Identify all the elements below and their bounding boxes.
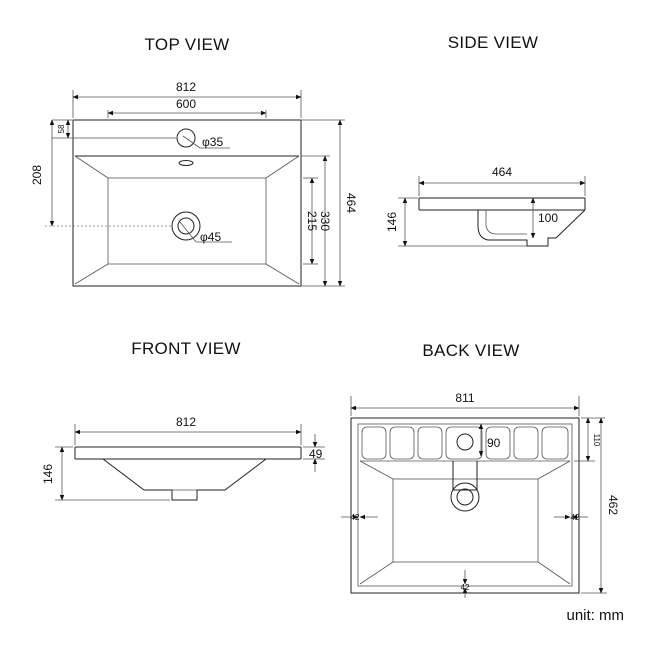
front-height-label: 146 <box>41 464 55 484</box>
back-right-wall-label: 42 <box>571 513 580 522</box>
side-bowl-depth-label: 100 <box>538 211 558 225</box>
back-view-drawing <box>341 396 607 598</box>
back-width-label: 811 <box>455 391 474 405</box>
back-left-wall-label: 42 <box>351 513 360 522</box>
back-bottom-wall-label: 42 <box>461 583 470 592</box>
back-hole-offset-label: 90 <box>487 436 501 450</box>
top-view-title: TOP VIEW <box>144 35 230 54</box>
side-view-title: SIDE VIEW <box>447 33 539 52</box>
top-depth-label: 330 <box>318 211 332 231</box>
back-height-label: 462 <box>606 495 620 515</box>
front-width-label: 812 <box>176 415 196 429</box>
front-view-title: FRONT VIEW <box>131 339 241 358</box>
front-view-drawing <box>55 424 325 501</box>
top-inner-width-label: 600 <box>176 97 196 111</box>
side-height-label: 146 <box>385 212 399 232</box>
back-rim-depth-label: 110 <box>592 434 601 447</box>
side-depth-label: 464 <box>492 165 512 179</box>
top-small-offset-label: 58 <box>57 124 66 133</box>
top-width-label: 812 <box>176 80 196 94</box>
unit-label: unit: mm <box>566 607 624 624</box>
faucet-hole-label: φ35 <box>202 135 223 149</box>
top-view-drawing <box>45 90 345 287</box>
drain-hole-label: φ45 <box>200 230 221 244</box>
side-view-drawing <box>398 176 586 247</box>
back-view-title: BACK VIEW <box>422 341 520 360</box>
top-drain-offset-label: 208 <box>30 165 44 185</box>
top-inner-depth-label: 215 <box>305 211 319 231</box>
top-total-depth-label: 464 <box>344 193 358 213</box>
front-rim-label: 49 <box>309 447 323 461</box>
